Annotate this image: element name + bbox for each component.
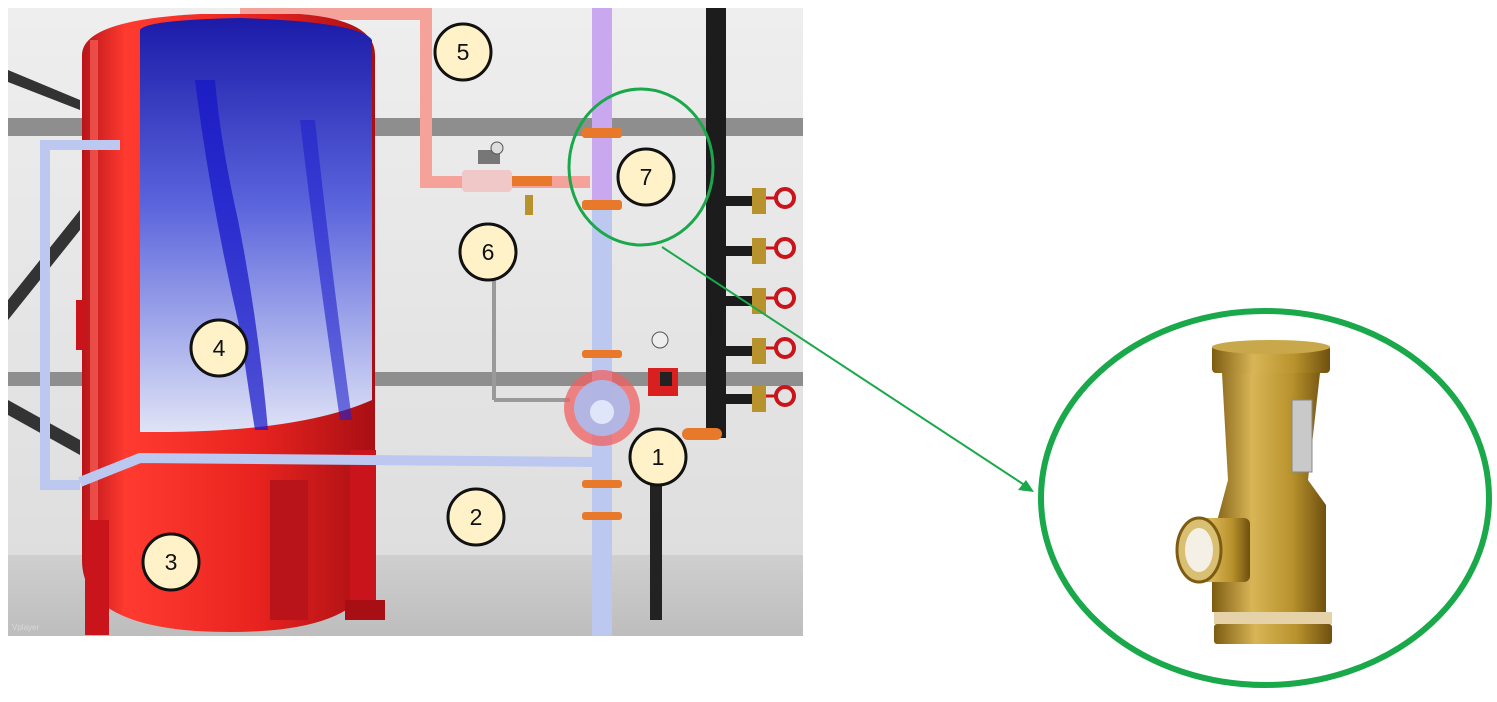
flange [582, 128, 622, 138]
brass-check-valve [1175, 340, 1332, 644]
diagonal-brace [8, 70, 80, 110]
flange [582, 480, 622, 488]
callout-label: 5 [457, 39, 470, 65]
callout-2: 2 [446, 487, 506, 547]
installation-photo: Vplayer [8, 8, 803, 636]
zoom-arrow [661, 246, 1034, 492]
callout-label: 1 [652, 444, 665, 470]
callout-4: 4 [189, 318, 249, 378]
flange [582, 512, 622, 520]
highlight-circle-small [567, 87, 715, 247]
zoomed-component-detail [1038, 308, 1492, 688]
callout-label: 3 [165, 549, 178, 575]
callout-label: 7 [640, 164, 653, 190]
riser-pipe-upper [592, 8, 612, 208]
callout-label: 6 [482, 239, 495, 265]
callout-3: 3 [141, 532, 201, 592]
callout-7: 7 [616, 147, 676, 207]
dry-pipe-valve [564, 331, 678, 446]
callout-label: 2 [470, 504, 483, 530]
callout-1: 1 [628, 427, 688, 487]
flange [582, 350, 622, 358]
flange [582, 200, 622, 210]
callout-label: 4 [213, 335, 226, 361]
black-riser-pipe [706, 8, 726, 438]
callout-6: 6 [458, 222, 518, 282]
air-compressor-assembly [462, 141, 570, 402]
nameplate [1291, 399, 1313, 473]
callout-5: 5 [433, 22, 493, 82]
tank-sight-bracket [76, 300, 86, 350]
water-supply-pipe [78, 453, 599, 487]
sight-glass-pipe [40, 140, 120, 490]
pipe-clamp [682, 428, 722, 440]
watermark: Vplayer [12, 623, 39, 632]
